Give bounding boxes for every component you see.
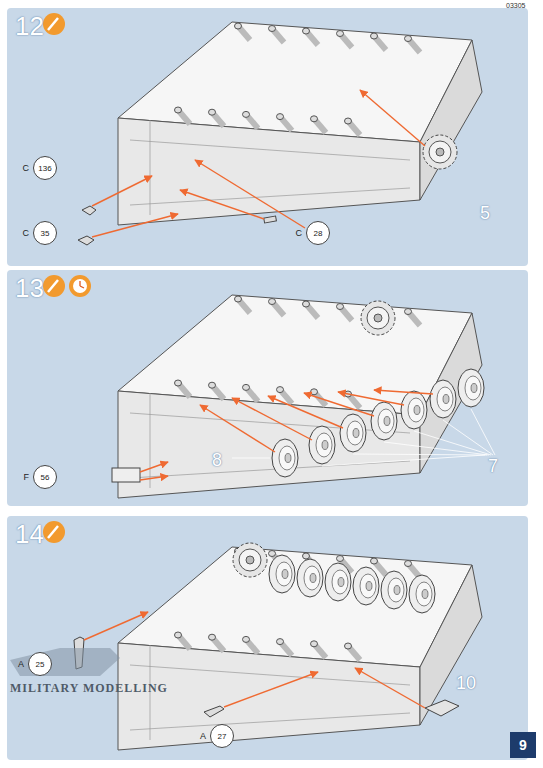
- assembly-number: 5: [480, 203, 490, 224]
- watermark: MILITARY MODELLING: [10, 681, 168, 696]
- step-panel: 12C136C35C28: [7, 8, 528, 266]
- sprue-letter: C: [23, 228, 30, 238]
- sprue-letter: C: [296, 228, 303, 238]
- part-number: 25: [29, 653, 51, 675]
- assembly-number: 8: [212, 450, 222, 471]
- assembly-number: 10: [456, 673, 476, 694]
- part-callout: C35: [33, 221, 57, 245]
- step-number: 14: [15, 519, 44, 550]
- sprue-letter: A: [18, 659, 24, 669]
- step-number: 12: [15, 11, 44, 42]
- part-callout: C136: [33, 156, 57, 180]
- sprue-letter: F: [24, 472, 30, 482]
- page-code: 03305: [506, 2, 525, 9]
- step-number: 13: [15, 273, 44, 304]
- sprue-letter: A: [200, 731, 206, 741]
- sprue-letter: C: [23, 163, 30, 173]
- part-callout: F56: [33, 465, 57, 489]
- part-number: 35: [34, 222, 56, 244]
- step-panel: 13F56: [7, 270, 528, 506]
- assembly-number: 7: [488, 456, 498, 477]
- part-number: 56: [34, 466, 56, 488]
- part-callout: A27: [210, 724, 234, 748]
- part-number: 136: [34, 157, 56, 179]
- part-number: 27: [211, 725, 233, 747]
- part-number: 28: [307, 222, 329, 244]
- page-number: 9: [510, 732, 536, 758]
- part-callout: C28: [306, 221, 330, 245]
- step-panel: 14A25A27: [7, 516, 528, 760]
- part-callout: A25: [28, 652, 52, 676]
